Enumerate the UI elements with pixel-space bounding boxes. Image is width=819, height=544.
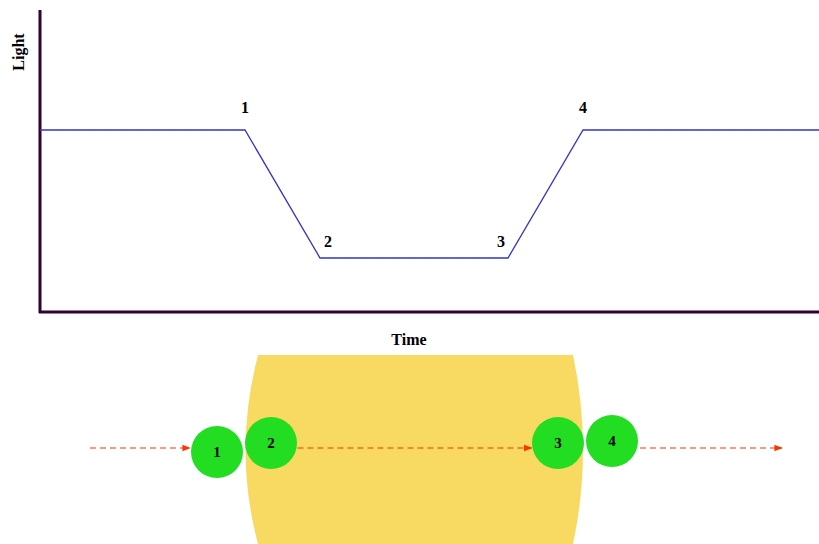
planet-circle: 2 <box>245 417 297 469</box>
planet-number: 1 <box>191 426 243 478</box>
orbit-arrow <box>298 447 532 448</box>
y-axis <box>39 10 42 313</box>
planet-number: 4 <box>586 415 638 467</box>
planet-disk <box>532 417 584 469</box>
planet-circle: 4 <box>586 415 638 467</box>
x-axis <box>39 311 819 314</box>
curve-point-number: 2 <box>324 234 332 250</box>
planet-number: 3 <box>532 417 584 469</box>
orbit-path <box>640 447 782 448</box>
curve-point-number: 3 <box>497 234 505 250</box>
planet-circle: 1 <box>191 426 243 478</box>
planet-disk <box>586 415 638 467</box>
planet-number: 2 <box>245 417 297 469</box>
axis-title: Light <box>11 33 27 70</box>
curve-point-number: 4 <box>579 100 587 116</box>
orbit-path <box>90 447 190 448</box>
curve-point-number: 1 <box>241 100 249 116</box>
light-curve <box>40 130 819 258</box>
planet-circle: 3 <box>532 417 584 469</box>
planet-disk <box>245 417 297 469</box>
planet-disk <box>191 426 243 478</box>
axis-title: Time <box>391 332 426 348</box>
star-disk <box>246 355 584 544</box>
